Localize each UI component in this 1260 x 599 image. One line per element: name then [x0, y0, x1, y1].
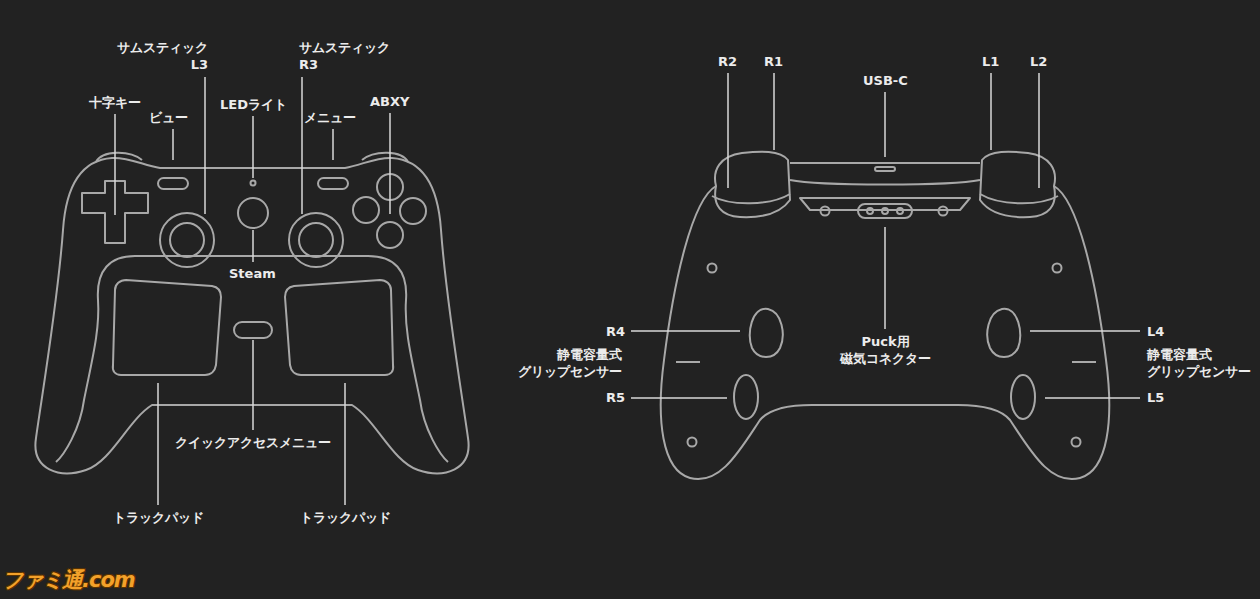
- trackpad-label: トラックパッド: [113, 509, 204, 526]
- steam-label: Steam: [229, 265, 276, 282]
- menu-label: メニュー: [304, 109, 356, 126]
- thumbstick-label: サムスティック L3: [117, 39, 208, 73]
- trigger-label: L2: [1030, 53, 1047, 70]
- led-label: LEDライト: [220, 96, 287, 113]
- back-button-label: R5: [606, 389, 625, 406]
- leader-lines: [115, 73, 1140, 505]
- trackpad-label: トラックパッド: [300, 509, 391, 526]
- sensor-label: 静電容量式 グリップセンサー: [1147, 346, 1251, 380]
- quick-access-label: クイックアクセスメニュー: [175, 434, 331, 451]
- port-label: USB-C: [863, 72, 908, 89]
- back-button-label: L4: [1147, 323, 1164, 340]
- back-button-label: L5: [1147, 389, 1164, 406]
- back-button-label: R4: [606, 323, 625, 340]
- watermark: ファミ通.com: [2, 572, 135, 589]
- thumbstick-label: サムスティック R3: [299, 39, 390, 73]
- dpad-label: 十字キー: [89, 94, 141, 111]
- sensor-label: 静電容量式 グリップセンサー: [518, 346, 622, 380]
- bumper-label: L1: [982, 53, 999, 70]
- bumper-label: R1: [764, 53, 783, 70]
- abxy-label: ABXY: [370, 93, 409, 110]
- connector-label: Puck用 磁気コネクター: [840, 333, 931, 367]
- trigger-label: R2: [718, 53, 737, 70]
- view-label: ビュー: [149, 109, 188, 126]
